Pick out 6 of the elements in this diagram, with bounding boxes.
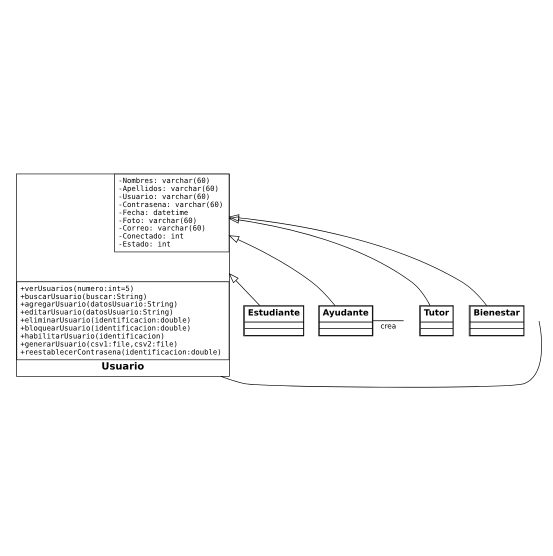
arrow bbox=[228, 214, 487, 306]
arrow bbox=[228, 216, 430, 306]
arrow bbox=[228, 235, 336, 306]
connector bbox=[372, 320, 404, 322]
arrow bbox=[228, 273, 260, 306]
connector bbox=[220, 320, 542, 388]
